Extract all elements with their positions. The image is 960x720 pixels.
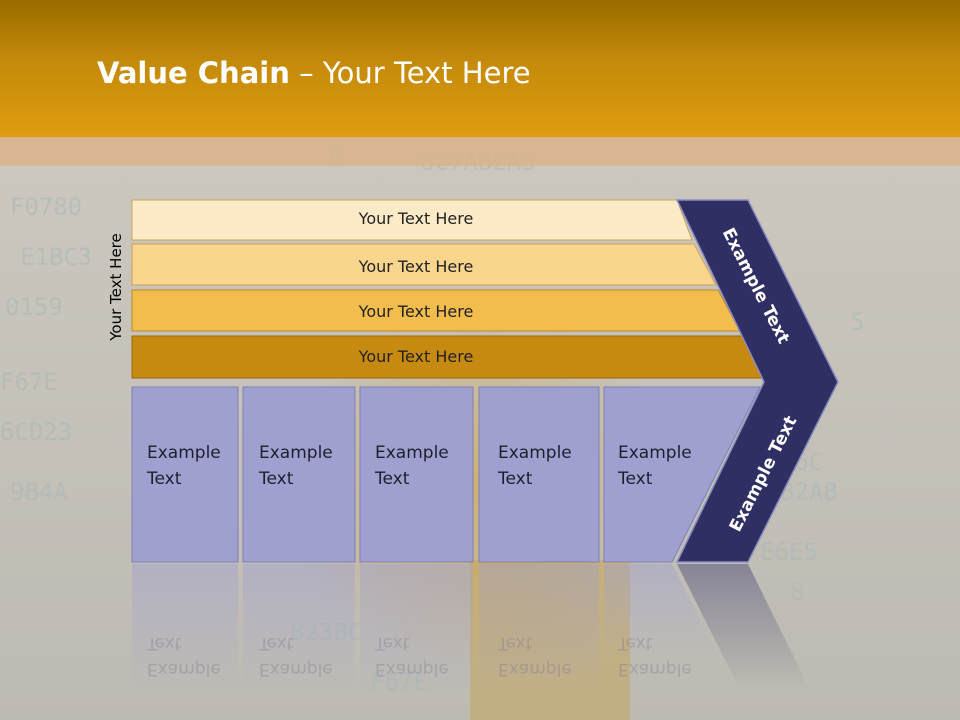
column-shape-3 bbox=[359, 386, 474, 563]
chevron-shape bbox=[675, 199, 839, 563]
svg-text:E1BC3: E1BC3 bbox=[20, 243, 92, 271]
svg-text:F67E: F67E bbox=[0, 368, 58, 396]
band-label-4: Your Text Here bbox=[358, 347, 474, 366]
column-label-line: Example bbox=[618, 443, 692, 463]
column-label-reflection: Example Text bbox=[375, 630, 449, 682]
band-shape-1 bbox=[131, 199, 693, 241]
band-label-2: Your Text Here bbox=[358, 257, 474, 276]
column-shape-4 bbox=[478, 386, 600, 563]
title-rest: Your Text Here bbox=[322, 56, 531, 90]
reflection-line: Text bbox=[147, 633, 182, 653]
column-label-reflection: Example Text bbox=[618, 630, 692, 682]
svg-text:5: 5 bbox=[850, 308, 864, 336]
column-label-5: Example Text bbox=[618, 440, 692, 492]
column-label-2: Example Text bbox=[259, 440, 333, 492]
svg-text:0159: 0159 bbox=[5, 293, 63, 321]
svg-text:8: 8 bbox=[790, 578, 804, 606]
svg-text:E6E5: E6E5 bbox=[760, 538, 818, 566]
slide-title: Value Chain – Your Text Here bbox=[97, 56, 531, 90]
reflection-line: Text bbox=[618, 633, 653, 653]
column-reflection bbox=[243, 564, 355, 694]
column-reflection bbox=[604, 564, 720, 660]
column-label-3: Example Text bbox=[375, 440, 449, 492]
reflection-line: Text bbox=[259, 633, 294, 653]
column-label-line: Text bbox=[375, 469, 410, 489]
column-label-line: Example bbox=[498, 443, 572, 463]
column-label-reflection: Example Text bbox=[259, 630, 333, 682]
column-reflection bbox=[479, 564, 599, 694]
reflection-line: Text bbox=[498, 633, 533, 653]
header-bar bbox=[0, 0, 960, 137]
column-label-line: Text bbox=[618, 469, 653, 489]
reflection-line: Example bbox=[147, 659, 221, 679]
svg-text:F0780: F0780 bbox=[10, 193, 82, 221]
column-label-reflection: Example Text bbox=[147, 630, 221, 682]
column-label-reflection: Example Text bbox=[498, 630, 572, 682]
column-label-line: Example bbox=[259, 443, 333, 463]
column-shape-2 bbox=[242, 386, 356, 563]
column-label-line: Text bbox=[498, 469, 533, 489]
reflection-line: Example bbox=[375, 659, 449, 679]
reflection-line: Example bbox=[498, 659, 572, 679]
title-bold: Value Chain bbox=[97, 56, 290, 90]
column-label-4: Example Text bbox=[498, 440, 572, 492]
reflection-line: Example bbox=[618, 659, 692, 679]
column-label-1: Example Text bbox=[147, 440, 221, 492]
column-label-line: Example bbox=[147, 443, 221, 463]
column-shape-5 bbox=[603, 386, 761, 563]
column-label-line: Example bbox=[375, 443, 449, 463]
svg-text:B2AB: B2AB bbox=[780, 478, 838, 506]
band-shape-2 bbox=[131, 243, 717, 286]
column-shape-1 bbox=[131, 386, 239, 563]
column-label-line: Text bbox=[259, 469, 294, 489]
chevron-reflection bbox=[677, 564, 810, 690]
band-label-3: Your Text Here bbox=[358, 302, 474, 321]
column-reflection bbox=[132, 564, 238, 694]
reflection-line: Text bbox=[375, 633, 410, 653]
svg-text:9B4A: 9B4A bbox=[10, 478, 68, 506]
column-label-line: Text bbox=[147, 469, 182, 489]
title-separator: – bbox=[289, 56, 323, 90]
svg-text:6CD23: 6CD23 bbox=[0, 418, 72, 446]
band-label-1: Your Text Here bbox=[358, 209, 474, 228]
column-reflection bbox=[360, 564, 473, 694]
reflection-line: Example bbox=[259, 659, 333, 679]
header-accent-band bbox=[0, 137, 960, 166]
